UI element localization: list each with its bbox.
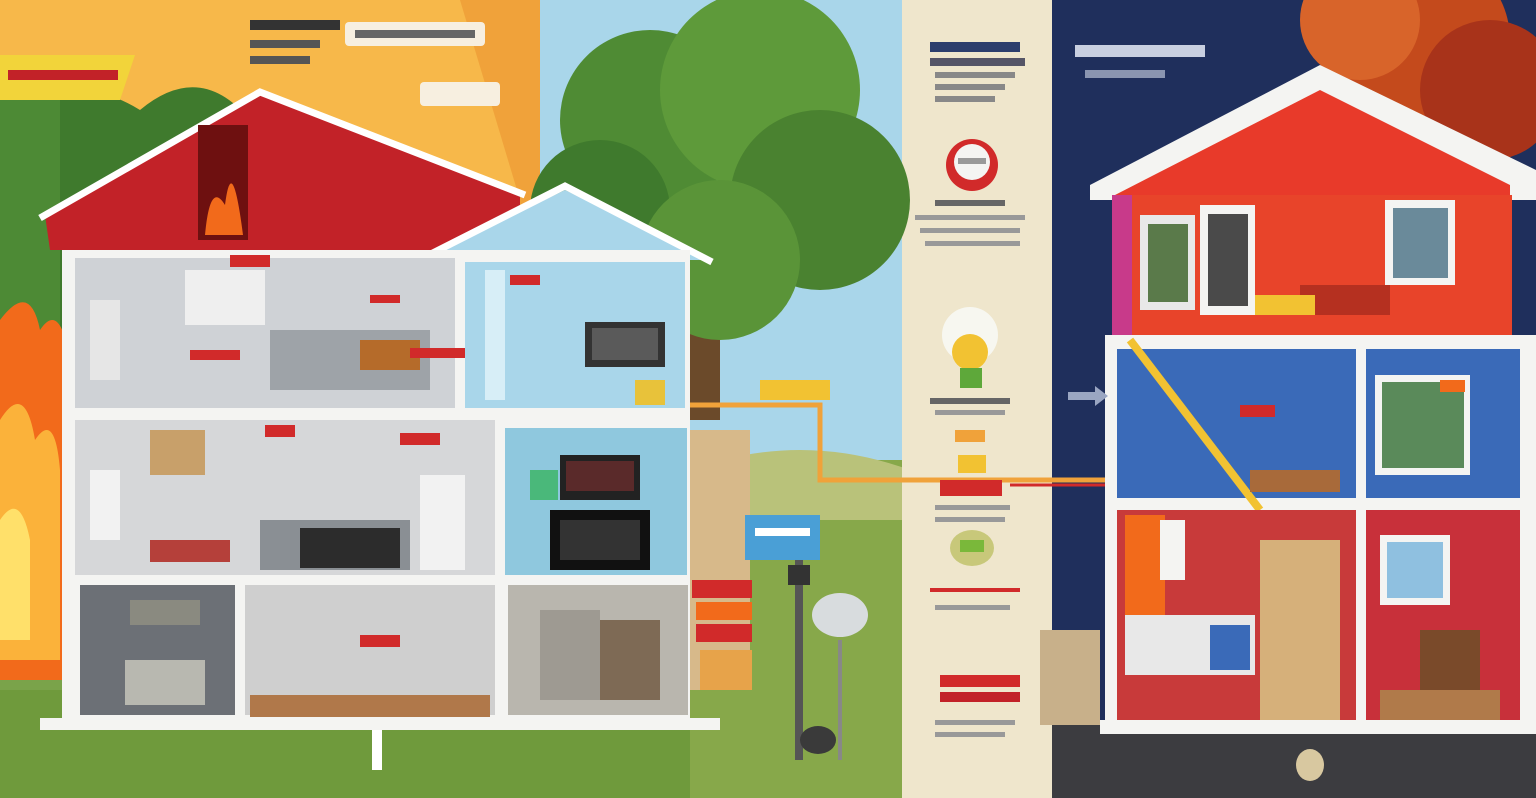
yard-items <box>690 380 1170 760</box>
lightbulb-icon <box>942 307 998 388</box>
smoke-detector-icon <box>946 139 998 191</box>
left-house <box>38 88 720 770</box>
center-info-panel <box>915 42 1025 737</box>
fire-icon <box>0 302 70 680</box>
tree-icon <box>530 0 910 420</box>
right-house <box>1040 45 1536 781</box>
top-left-banner <box>0 20 500 106</box>
extinguisher-icon <box>950 530 994 566</box>
